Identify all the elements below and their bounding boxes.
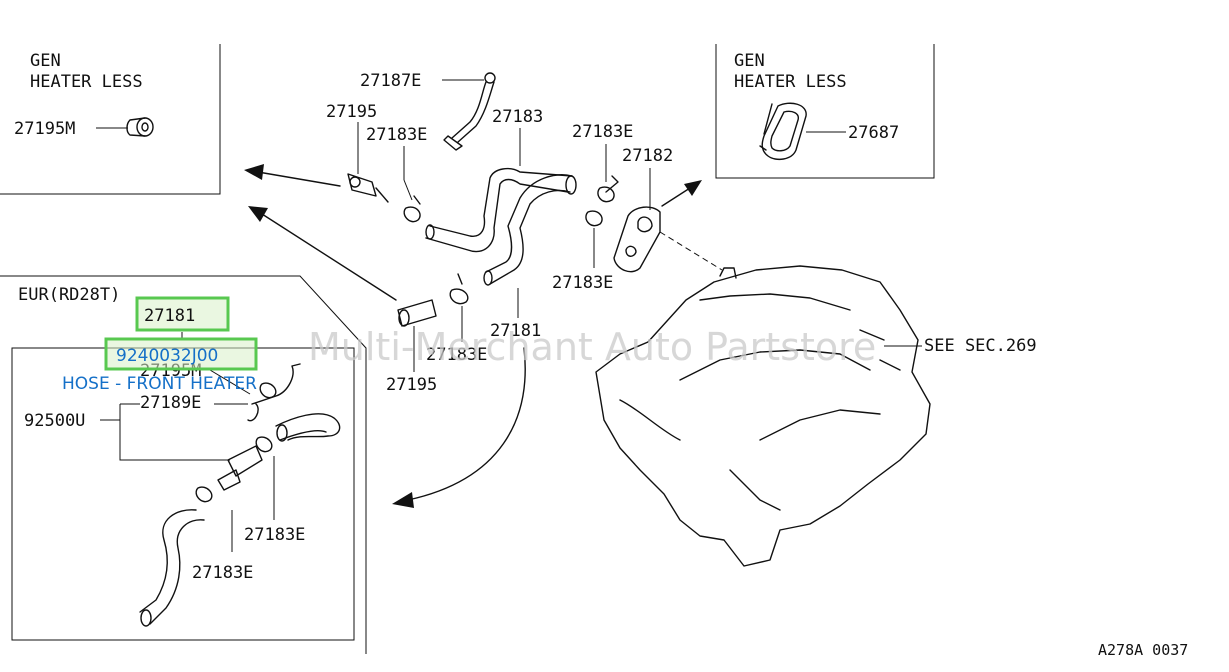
callout-27687[interactable]: 27687 <box>848 123 899 143</box>
highlight-oem-number: 9240032J00 <box>116 346 218 366</box>
highlight-part-number-box[interactable] <box>135 296 230 332</box>
engine-block <box>595 265 931 567</box>
callout-27182[interactable]: 27182 <box>622 146 673 166</box>
hose-assembly <box>347 72 723 327</box>
watermark: Multi-Merchant Auto Partstore <box>308 325 876 369</box>
callouts: 27187E 27195 27183E 27183 27183E 27182 2… <box>326 71 1037 395</box>
callout-27183e-d[interactable]: 27183E <box>426 345 487 365</box>
part-highlight: 27181 9240032J00 HOSE - FRONT HEATER <box>62 296 258 394</box>
highlight-part-number: 27181 <box>144 306 195 326</box>
callout-see-sec-269[interactable]: SEE SEC.269 <box>924 336 1037 356</box>
callout-27187e[interactable]: 27187E <box>360 71 421 91</box>
inset-right-line1: GEN <box>734 51 765 71</box>
inset-gen-heater-less-left: GEN HEATER LESS 27195M <box>0 44 221 195</box>
inset-eur-title: EUR(RD28T) <box>18 285 120 305</box>
callout-27183[interactable]: 27183 <box>492 107 543 127</box>
inset-eur-rd28t: EUR(RD28T) 27195M 27189E 92500U 27183E 2… <box>0 275 367 654</box>
highlight-description: HOSE - FRONT HEATER <box>62 374 257 394</box>
inset-gen-heater-less-right: GEN HEATER LESS 27687 <box>715 44 935 179</box>
callout-27183e-eur-b[interactable]: 27183E <box>192 563 253 583</box>
callout-92500u-eur[interactable]: 92500U <box>24 411 85 431</box>
callout-27189e-eur[interactable]: 27189E <box>140 393 201 413</box>
callout-27183e-a[interactable]: 27183E <box>366 125 427 145</box>
callout-27181-main[interactable]: 27181 <box>490 321 541 341</box>
diagram-code: A278A 0037 <box>1098 641 1188 659</box>
plug-part <box>126 117 154 137</box>
callout-27195-bottom[interactable]: 27195 <box>386 375 437 395</box>
inset-left-line1: GEN <box>30 51 61 71</box>
arrow-icon <box>244 164 702 508</box>
callout-27183e-b[interactable]: 27183E <box>572 122 633 142</box>
callout-27195-top[interactable]: 27195 <box>326 102 377 122</box>
callout-27195m-inset[interactable]: 27195M <box>14 119 75 139</box>
inset-right-line2: HEATER LESS <box>734 72 847 92</box>
gasket-part <box>759 102 807 161</box>
callout-27183e-eur-a[interactable]: 27183E <box>244 525 305 545</box>
highlight-oem-number-box[interactable] <box>104 337 258 371</box>
callout-27183e-c[interactable]: 27183E <box>552 273 613 293</box>
inset-left-line2: HEATER LESS <box>30 72 143 92</box>
